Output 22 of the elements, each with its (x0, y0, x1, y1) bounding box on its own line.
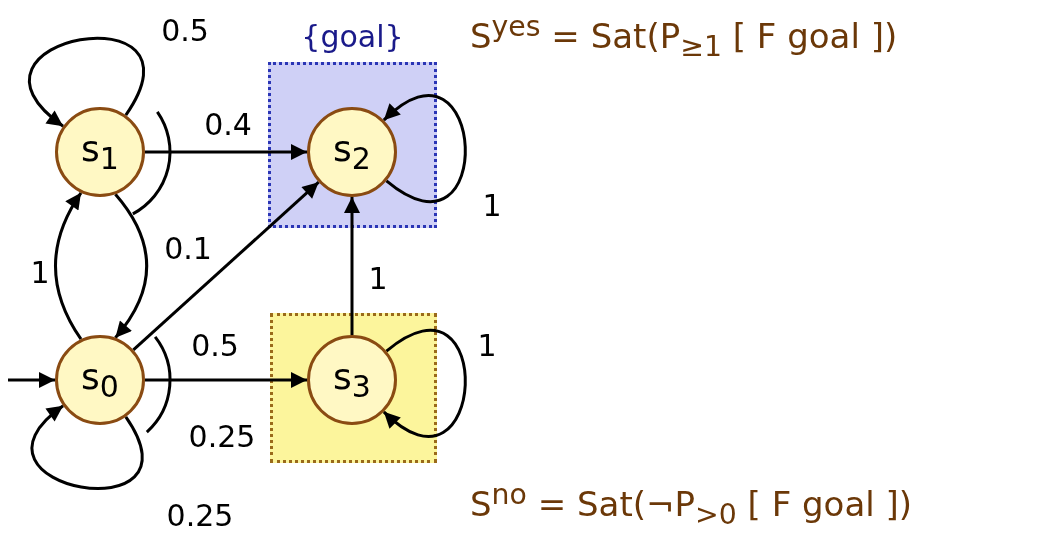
state-circle (55, 335, 145, 425)
formula-text: S$^{no}$ = Sat(¬P$_{>0}$ [ F goal ]) (470, 478, 912, 532)
region-label: {goal} (300, 19, 405, 54)
state-label: s$_{0}$ (81, 355, 119, 405)
arrow (145, 372, 307, 388)
arrow (344, 197, 360, 335)
state-label: s$_{3}$ (333, 355, 371, 405)
arrow (28, 36, 145, 128)
state-label: s$_{1}$ (81, 127, 119, 177)
region-box (270, 313, 437, 463)
arrow (382, 94, 467, 204)
arrow (31, 404, 144, 490)
formula-text: S$^{yes}$ = Sat(P$_{≥1}$ [ F goal ]) (470, 10, 898, 64)
arrow (145, 144, 307, 160)
arrow (132, 181, 320, 351)
state-label: s$_{2}$ (333, 127, 371, 177)
arrow (382, 328, 467, 438)
state-circle (55, 107, 145, 197)
arrow (114, 193, 149, 339)
arrow (8, 372, 55, 388)
state-circle (307, 107, 397, 197)
arrow (54, 191, 83, 341)
